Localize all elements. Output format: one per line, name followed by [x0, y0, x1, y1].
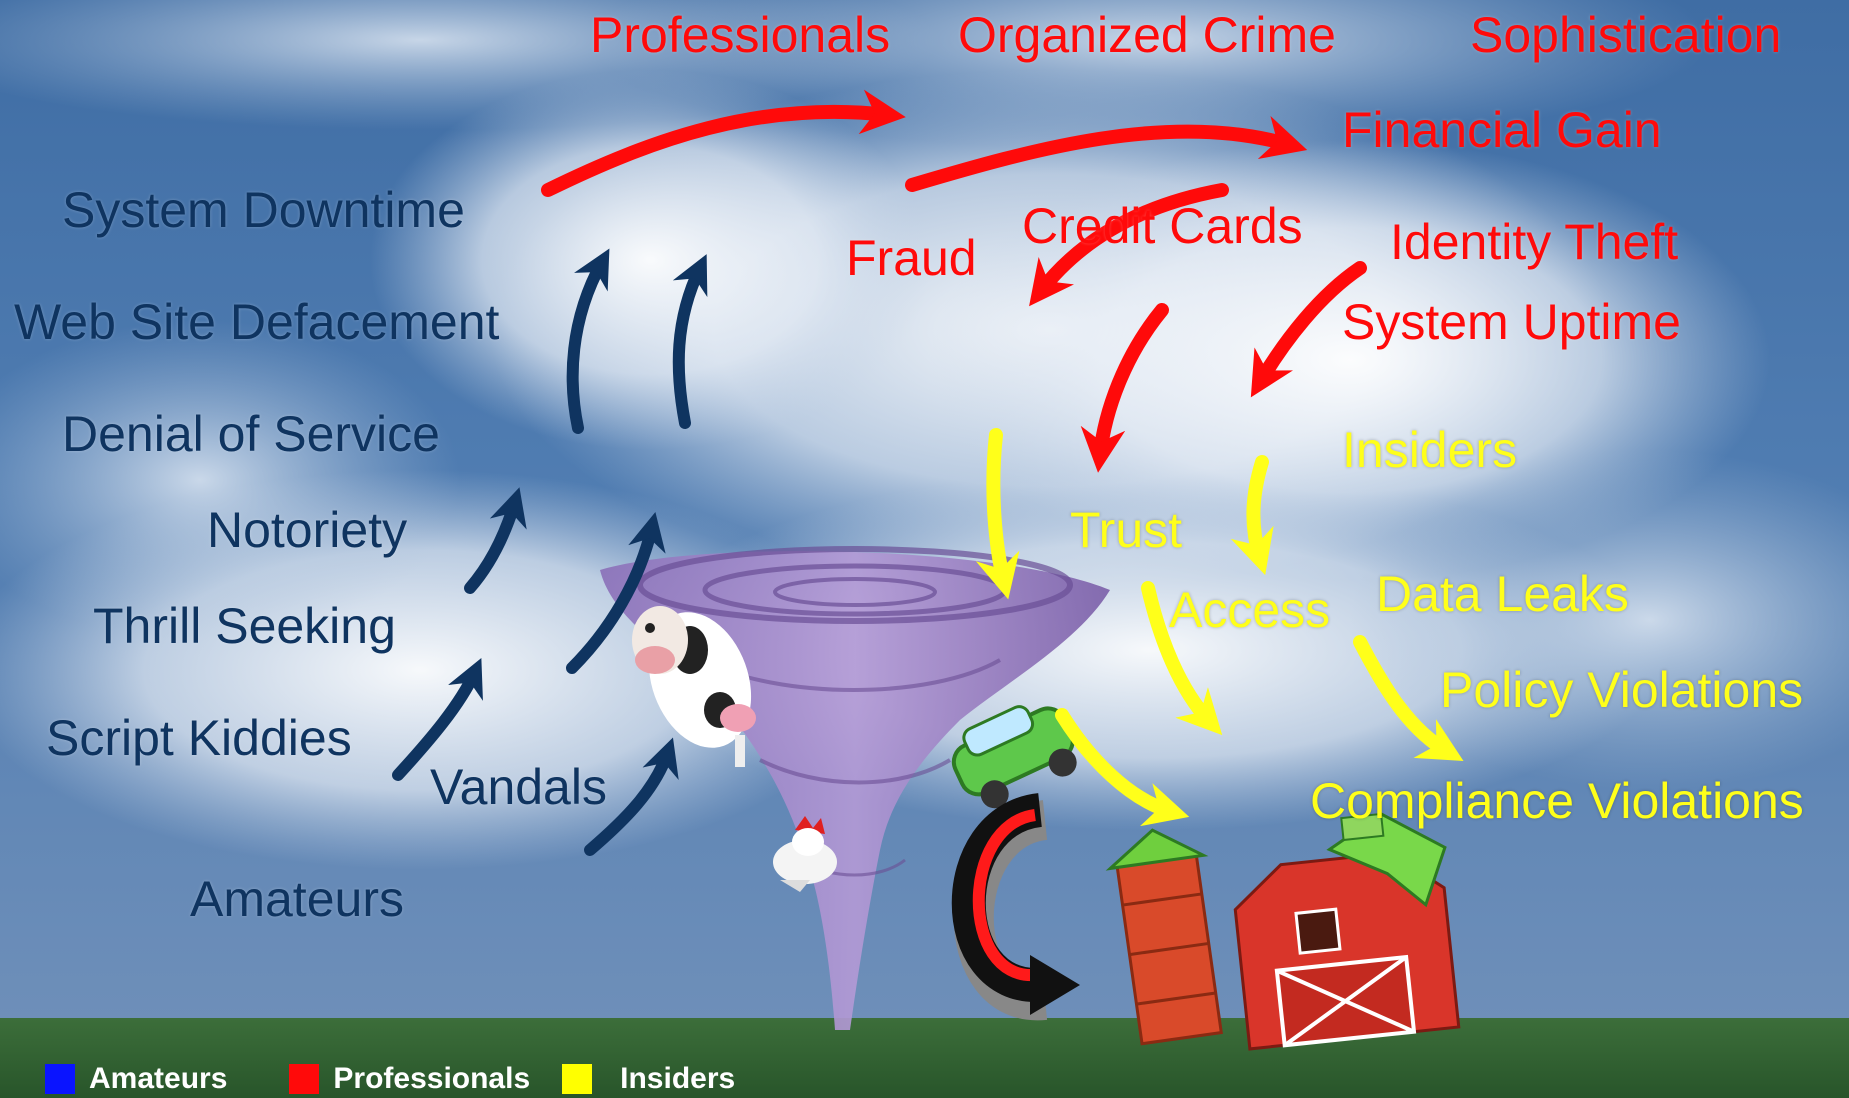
label-access: Access: [1169, 582, 1331, 638]
legend-label-professionals: Professionals: [333, 1062, 531, 1095]
label-organized-crime: Organized Crime: [958, 7, 1336, 63]
arrow-script-to-thrill: [392, 658, 483, 781]
cow-icon: [632, 606, 756, 767]
arrow-thrill-to-notoriety: [464, 487, 527, 594]
arrow-to-silo: [1141, 581, 1223, 736]
barn-icon: [1233, 812, 1461, 1051]
arrow-to-tornado: [975, 428, 1020, 600]
car-icon: [951, 705, 1077, 809]
arrow-to-access: [1230, 455, 1274, 576]
label-system-uptime: System Uptime: [1342, 294, 1681, 350]
arrow-to-trust: [1080, 303, 1169, 473]
arrow-to-financial-gain: [905, 115, 1308, 192]
label-data-leaks: Data Leaks: [1376, 566, 1629, 622]
chicken-icon: [773, 816, 837, 892]
label-credit-cards: Credit Cards: [1022, 198, 1303, 254]
label-trust: Trust: [1070, 502, 1183, 558]
label-thrill-seeking: Thrill Seeking: [93, 598, 396, 654]
label-compliance-violations: Compliance Violations: [1310, 773, 1804, 829]
professional-arrows: [541, 89, 1367, 473]
legend: Amateurs Professionals Insiders: [45, 1062, 797, 1096]
legend-label-amateurs: Amateurs: [89, 1062, 228, 1095]
arrow-to-system-uptime: [1250, 261, 1367, 398]
insider-arrows: [975, 428, 1464, 827]
wind-arrow-icon: [951, 793, 1080, 1021]
amateur-arrows: [392, 248, 708, 856]
legend-label-insiders: Insiders: [620, 1062, 736, 1095]
label-denial-of-service: Denial of Service: [62, 406, 440, 462]
label-professionals: Professionals: [590, 7, 891, 63]
label-script-kiddies: Script Kiddies: [46, 710, 352, 766]
label-amateurs: Amateurs: [190, 871, 404, 927]
arrow-to-professionals: [541, 89, 906, 197]
arrow-to-fraud: [1029, 183, 1229, 307]
label-insiders: Insiders: [1342, 422, 1518, 478]
arrow-vandals-to-thrill: [584, 737, 679, 856]
label-vandals: Vandals: [430, 759, 607, 815]
label-sophistication: Sophistication: [1470, 7, 1782, 63]
label-policy-violations: Policy Violations: [1440, 662, 1804, 718]
legend-swatch-professionals: [289, 1064, 320, 1094]
legend-swatch-insiders: [562, 1064, 593, 1094]
arrow-to-barn: [1055, 708, 1190, 827]
legend-swatch-amateurs: [45, 1064, 75, 1094]
label-financial-gain: Financial Gain: [1342, 102, 1662, 158]
arrow-vandals-to-notoriety: [566, 512, 666, 674]
silo-icon: [1105, 828, 1223, 1046]
arrow-dos-to-downtime: [672, 254, 708, 429]
arrow-notoriety-to-dos: [566, 248, 610, 434]
arrow-to-compliance: [1353, 635, 1464, 761]
label-notoriety: Notoriety: [207, 502, 408, 558]
label-fraud: Fraud: [846, 230, 977, 286]
label-identity-theft: Identity Theft: [1390, 214, 1679, 270]
label-web-site-defacement: Web Site Defacement: [14, 294, 500, 350]
label-system-downtime: System Downtime: [62, 182, 465, 238]
